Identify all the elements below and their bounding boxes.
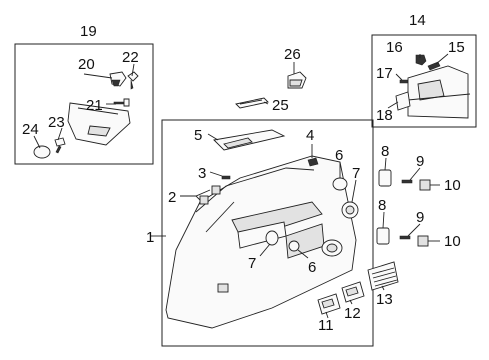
callout-6-upper: 6 (335, 147, 343, 164)
group-19-frame (14, 43, 154, 165)
callout-13: 13 (376, 291, 393, 308)
part-25-handle (235, 97, 269, 109)
part-6-lower-cap (288, 240, 300, 252)
callout-7-left: 7 (248, 255, 256, 272)
part-6-upper-cap (332, 177, 348, 191)
part-24-cap (33, 145, 51, 159)
part-13-grille (367, 261, 399, 291)
callout-9-lower: 9 (416, 209, 424, 226)
part-15-bolt (427, 61, 441, 71)
callout-14: 14 (409, 12, 426, 29)
callout-22: 22 (122, 49, 139, 66)
callout-19: 19 (80, 23, 97, 40)
part-18-bracket (395, 91, 411, 111)
leader-lines (33, 53, 449, 319)
part-19-trim-panel (67, 102, 131, 146)
group-14-frame (371, 34, 477, 128)
callout-15: 15 (448, 39, 465, 56)
callout-8-upper: 8 (381, 143, 389, 160)
callout-23: 23 (48, 114, 65, 131)
part-2-lower-clip (199, 195, 209, 205)
callout-20: 20 (78, 56, 95, 73)
part-9-lower-pin (399, 235, 411, 240)
group-1-frame (161, 119, 374, 347)
callout-16: 16 (386, 39, 403, 56)
part-26-clip (287, 71, 307, 89)
callout-25: 25 (272, 97, 289, 114)
part-11-cover (317, 293, 341, 315)
callout-11: 11 (318, 317, 334, 334)
part-23-fastener (54, 137, 66, 154)
part-7-right-retainer (341, 201, 359, 219)
part-20-retainer (109, 71, 127, 87)
part-2-upper-clip (211, 185, 221, 195)
part-10-lower-clip (417, 235, 429, 247)
callout-3: 3 (198, 165, 206, 182)
part-7-left-retainer (265, 230, 279, 246)
callout-5: 5 (194, 127, 202, 144)
callout-10-upper: 10 (444, 177, 461, 194)
callout-26: 26 (284, 46, 301, 63)
callout-24: 24 (22, 121, 39, 138)
callout-2: 2 (168, 189, 176, 206)
callout-21: 21 (86, 97, 103, 114)
part-8-upper-bumper (378, 169, 392, 187)
callout-18: 18 (376, 107, 393, 124)
part-10-upper-clip (419, 179, 431, 191)
callout-9-upper: 9 (416, 153, 424, 170)
part-1-quarter-panel (165, 155, 357, 329)
callout-17: 17 (376, 65, 393, 82)
callout-7-right: 7 (352, 165, 360, 182)
part-5-trim-strip (213, 129, 286, 151)
part-9-upper-pin (401, 179, 413, 184)
part-1-vent (217, 283, 229, 293)
part-4-clip (307, 157, 319, 167)
part-16-clip (415, 54, 427, 66)
part-21-screw (113, 98, 130, 107)
callout-12: 12 (344, 305, 361, 322)
part-3-screw (221, 175, 231, 180)
part-12-cover (341, 281, 365, 303)
callout-10-lower: 10 (444, 233, 461, 250)
part-1-speaker-grille (321, 239, 343, 257)
part-17-screw (399, 79, 409, 84)
part-8-lower-bumper (376, 227, 390, 245)
callout-8-lower: 8 (378, 197, 386, 214)
callout-6-lower: 6 (308, 259, 316, 276)
callout-4: 4 (306, 127, 314, 144)
callout-1: 1 (146, 229, 154, 246)
part-14-upper-trim (407, 65, 471, 119)
part-22-screw (127, 71, 139, 90)
